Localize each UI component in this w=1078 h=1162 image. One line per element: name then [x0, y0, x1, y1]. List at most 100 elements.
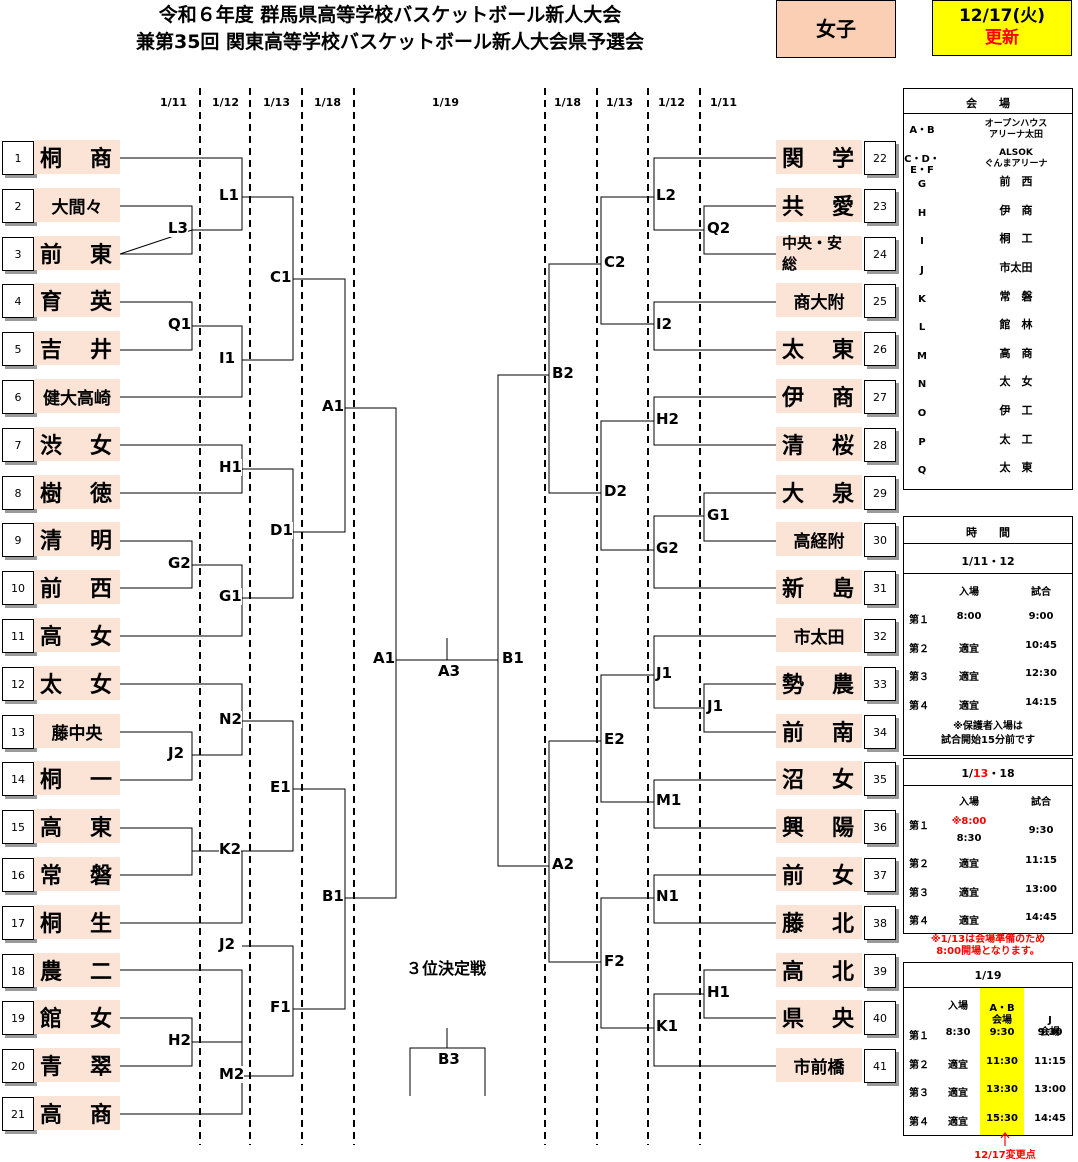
seed-number: 11: [2, 619, 34, 653]
team-name-char: 常: [40, 864, 65, 889]
match-label: N1: [656, 887, 679, 905]
team-cell: 桐一: [34, 761, 120, 795]
team-name-char: 女: [89, 434, 114, 459]
time-section-label: 1/11・12: [961, 555, 1015, 568]
seed-number: 2: [2, 189, 34, 223]
team-name-char: 清: [40, 529, 65, 554]
match-label: B1: [322, 887, 344, 905]
seed-number: 24: [864, 237, 896, 271]
match-label: J2: [168, 744, 185, 762]
left-bracket: [119, 157, 498, 1115]
match-label: I2: [656, 315, 673, 333]
team-cell: 太女: [34, 666, 120, 700]
venue-name: 太 東: [999, 461, 1033, 475]
venue-panel-title: 会 場: [966, 97, 1010, 110]
seed-number: 18: [2, 954, 34, 988]
team-name: 中央・安総: [782, 234, 843, 273]
date-label: 1/12: [212, 96, 239, 109]
seed-number: 37: [864, 858, 896, 892]
red-note-line: ※1/13は会場準備のため: [930, 934, 1046, 945]
team-cell: 商大附: [776, 283, 862, 317]
col-header: 試合: [1031, 797, 1051, 808]
slot-label: 第２: [909, 859, 929, 870]
seed-number: 13: [2, 715, 34, 749]
seed-number: 19: [2, 1001, 34, 1035]
seed-number: 28: [864, 428, 896, 462]
time-note: 試合開始15分前です: [941, 735, 1035, 746]
j-game-time: 14:45: [1034, 1112, 1066, 1124]
slot-label: 第２: [909, 1059, 929, 1071]
match-label: J1: [656, 664, 673, 682]
team-name-char: 青: [40, 1055, 65, 1080]
team-name-char: 磐: [89, 864, 114, 889]
update-badge: 12/17(火) 更新: [932, 0, 1072, 56]
team-cell: 藤北: [776, 905, 862, 939]
team-name: 市太田: [793, 627, 845, 648]
match-label: C2: [604, 253, 626, 271]
team-name-char: 前: [782, 721, 807, 746]
team-cell: 藤中央: [34, 714, 120, 748]
team-name-char: 樹: [40, 482, 65, 507]
match-label: H1: [219, 458, 242, 476]
match-label: A3: [438, 662, 461, 680]
team-cell: 常磐: [34, 857, 120, 891]
seed-number: 23: [864, 189, 896, 223]
seed-number: 4: [2, 284, 34, 318]
ab-game-time: 13:30: [986, 1084, 1018, 1096]
entry-time-red: ※8:00: [951, 816, 987, 827]
team-name-char: 太: [40, 673, 65, 698]
team-name-char: 太: [782, 338, 807, 363]
team-name-char: 商: [831, 386, 856, 411]
team-name-char: 大: [782, 482, 807, 507]
team-name-char: 西: [89, 577, 114, 602]
team-cell: 共愛: [776, 188, 862, 222]
team-name-char: 女: [89, 625, 114, 650]
team-name-char: 桐: [40, 768, 65, 793]
time-section-label: 1/19: [974, 969, 1002, 982]
red-note-line: 8:00開場となります。: [936, 946, 1040, 957]
match-label: L2: [656, 186, 676, 204]
team-cell: 大間々: [34, 188, 120, 222]
venue-name: 市太田: [999, 261, 1033, 274]
entry-time: 適宜: [959, 887, 979, 899]
team-name-char: 高: [40, 1103, 65, 1128]
team-name-char: 島: [831, 577, 856, 602]
team-name-char: 北: [831, 960, 856, 985]
entry-time: 適宜: [948, 1059, 968, 1071]
venue-name: 太 工: [999, 432, 1033, 446]
team-name-char: 清: [782, 434, 807, 459]
team-name: 藤中央: [51, 723, 103, 744]
time-note: ※保護者入場は: [953, 721, 1023, 732]
seed-number: 31: [864, 571, 896, 605]
slot-label: 第２: [909, 643, 929, 655]
team-name-char: 前: [40, 243, 65, 268]
game-time: 9:30: [1028, 825, 1054, 836]
team-name-char: 一: [89, 768, 114, 793]
match-label: G2: [168, 554, 191, 572]
team-name-char: 商: [89, 147, 114, 172]
title-line-1: 令和６年度 群馬県高等学校バスケットボール新人大会: [158, 4, 622, 26]
team-name-char: 沼: [782, 768, 807, 793]
col-header: A・B 会場: [989, 1003, 1015, 1026]
match-label: H2: [656, 410, 679, 428]
team-cell: 新島: [776, 570, 862, 604]
game-time: 10:45: [1025, 639, 1057, 651]
team-name-char: 徳: [89, 482, 114, 507]
match-label: J2: [219, 935, 236, 953]
seed-number: 20: [2, 1049, 34, 1083]
team-name-char: 女: [89, 1007, 114, 1032]
team-name: 市前橋: [793, 1057, 845, 1078]
seed-number: 17: [2, 906, 34, 940]
match-label: A1: [322, 397, 345, 415]
match-label: D1: [270, 521, 293, 539]
time-section-label: 1/13・18: [904, 765, 1072, 781]
match-label: N2: [219, 710, 242, 728]
ab-game-time: 11:30: [986, 1055, 1018, 1067]
team-cell: 興陽: [776, 809, 862, 843]
team-name-char: 共: [782, 195, 807, 220]
team-name-char: 藤: [782, 912, 807, 937]
venue-code: M: [917, 350, 927, 362]
team-cell: 前南: [776, 714, 862, 748]
